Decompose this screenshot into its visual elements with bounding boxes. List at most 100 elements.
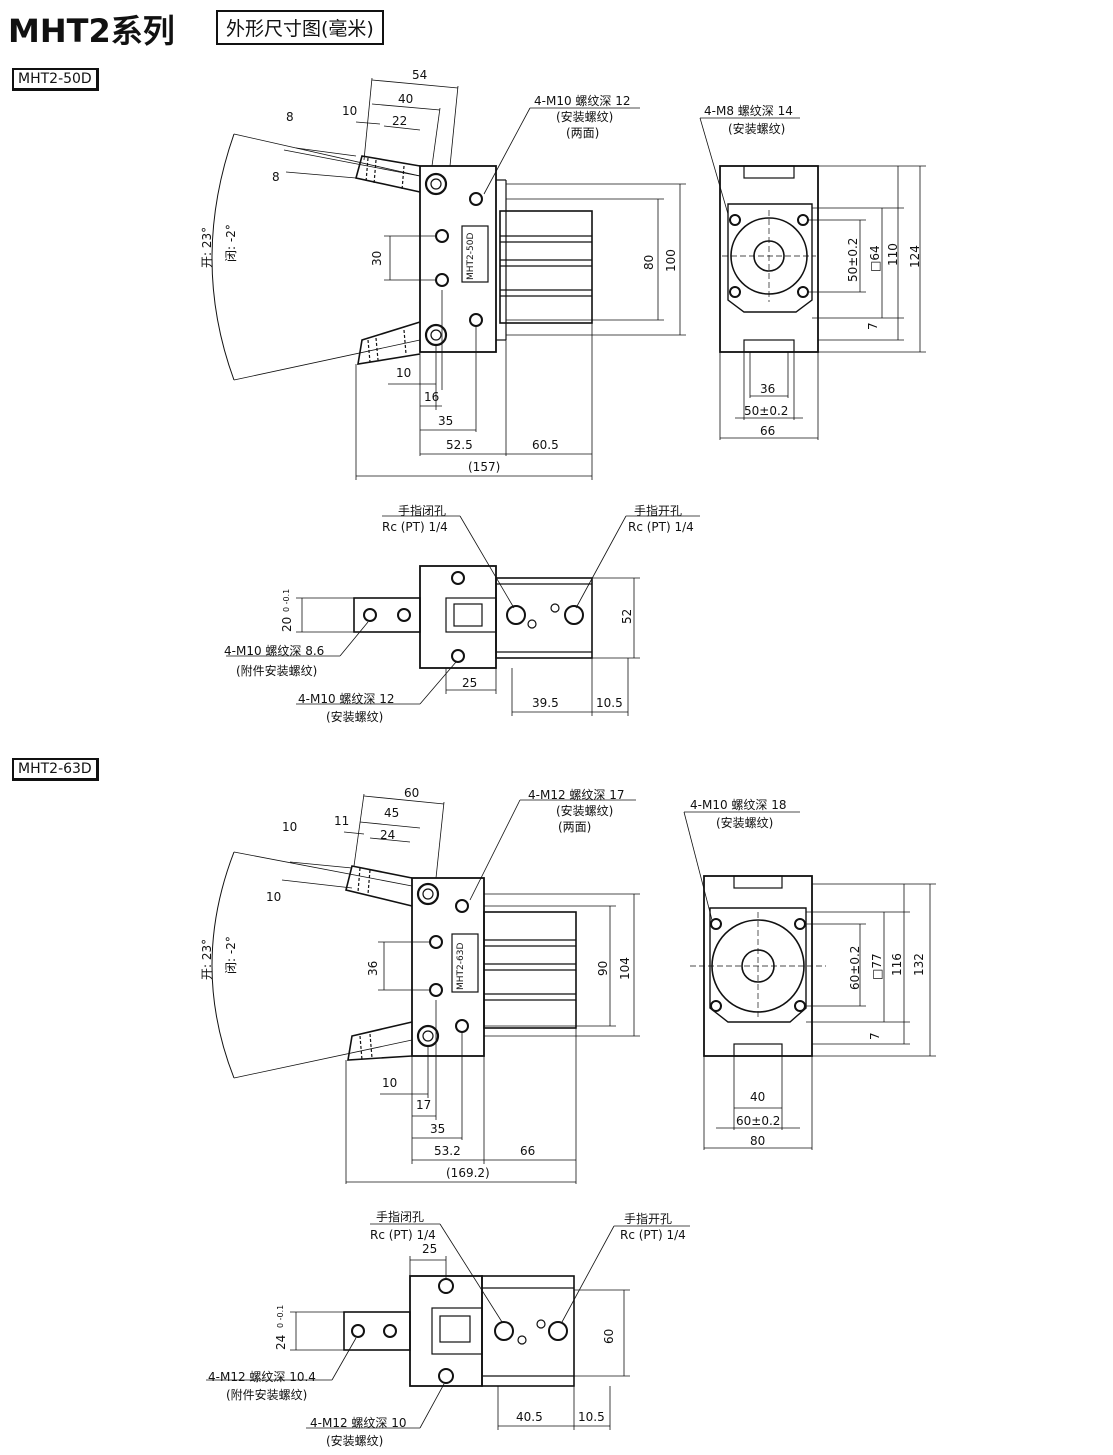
angle-open-50d: 开: 23° xyxy=(200,226,214,268)
model-tag-63d: MHT2-63D xyxy=(12,758,99,781)
dim-25-50d: 25 xyxy=(462,676,478,690)
dim-50-v: 50±0.2 xyxy=(846,237,860,282)
dim-116: 116 xyxy=(890,953,904,976)
port-close-spec-50d: Rc (PT) 1/4 xyxy=(382,520,448,534)
mount-thread-note-63d: 4-M12 螺纹深 17 xyxy=(528,788,625,802)
two-sides-note-50d: (两面) xyxy=(566,126,600,140)
dim-10-c-63d: 10 xyxy=(266,890,282,904)
dim-53-2: 53.2 xyxy=(434,1144,461,1158)
mht2-50d-end-view xyxy=(699,117,926,440)
port-open-spec-50d: Rc (PT) 1/4 xyxy=(628,520,694,534)
mht2-63d-end-view xyxy=(683,811,936,1150)
dim-52-5: 52.5 xyxy=(446,438,473,452)
dim-77-sq: □77 xyxy=(870,953,884,980)
dim-35: 35 xyxy=(438,414,454,428)
dim-157: (157) xyxy=(468,460,501,474)
dim-10-top: 10 xyxy=(342,104,358,118)
dim-124: 124 xyxy=(908,245,922,268)
end-thread-note-50d: 4-M8 螺纹深 14 xyxy=(704,104,793,118)
dim-54: 54 xyxy=(412,68,428,82)
dim-36-side: 36 xyxy=(366,960,380,976)
port-open-label-63d: 手指开孔 xyxy=(624,1212,673,1226)
dim-80: 80 xyxy=(750,1134,766,1148)
dim-60-h: 60±0.2 xyxy=(736,1114,781,1128)
accessory-thread-sub-50d: (附件安装螺纹) xyxy=(236,664,318,678)
dim-10-5-63d: 10.5 xyxy=(578,1410,605,1424)
dim-40: 40 xyxy=(398,92,414,106)
mht2-63d-side-view xyxy=(211,793,640,1184)
dim-100: 100 xyxy=(664,249,678,272)
dim-30: 30 xyxy=(370,250,384,266)
dim-35-63d: 35 xyxy=(430,1122,446,1136)
dim-39-5: 39.5 xyxy=(532,696,559,710)
end-thread-note-63d: 4-M10 螺纹深 18 xyxy=(690,798,787,812)
dim-8-b: 8 xyxy=(272,170,280,184)
dim-40-5: 40.5 xyxy=(516,1410,543,1424)
angle-close-63d: 闭: -2° xyxy=(224,936,238,974)
port-close-label-63d: 手指闭孔 xyxy=(376,1210,425,1224)
dim-64-sq: □64 xyxy=(868,245,882,272)
dim-11: 11 xyxy=(334,814,350,828)
dim-20: 20 xyxy=(280,616,294,632)
dim-90: 90 xyxy=(596,960,610,976)
dim-7-50d: 7 xyxy=(866,322,880,330)
dim-169-2: (169.2) xyxy=(446,1166,490,1180)
mount-thread-top-sub-63d: (安装螺纹) xyxy=(326,1434,384,1448)
dim-20-tol: 0 -0.1 xyxy=(282,588,291,612)
dim-8-a: 8 xyxy=(286,110,294,124)
dim-60-v: 60±0.2 xyxy=(848,945,862,990)
dim-17: 17 xyxy=(416,1098,432,1112)
accessory-thread-63d: 4-M12 螺纹深 10.4 xyxy=(208,1370,316,1384)
accessory-thread-sub-63d: (附件安装螺纹) xyxy=(226,1388,308,1402)
end-thread-sub-63d: (安装螺纹) xyxy=(716,816,774,830)
dim-25-63d: 25 xyxy=(422,1242,438,1256)
dim-60-side-top: 60 xyxy=(602,1328,616,1344)
two-sides-note-63d: (两面) xyxy=(558,820,592,834)
dim-66-end: 66 xyxy=(760,424,776,438)
dim-60-5: 60.5 xyxy=(532,438,559,452)
dim-66-side: 66 xyxy=(520,1144,536,1158)
port-close-label-50d: 手指闭孔 xyxy=(398,504,447,518)
end-thread-sub-50d: (安装螺纹) xyxy=(728,122,786,136)
dim-40: 40 xyxy=(750,1090,766,1104)
model-tag-50d: MHT2-50D xyxy=(12,68,99,91)
dim-10-bottom: 10 xyxy=(396,366,412,380)
mount-thread-top-sub-50d: (安装螺纹) xyxy=(326,710,384,724)
dim-104: 104 xyxy=(618,957,632,980)
label-plate-50d: MHT2-50D xyxy=(466,232,476,280)
page-subtitle: 外形尺寸图(毫米) xyxy=(216,10,384,45)
dim-80: 80 xyxy=(642,254,656,270)
mht2-50d-top-view xyxy=(226,515,700,716)
port-close-spec-63d: Rc (PT) 1/4 xyxy=(370,1228,436,1242)
dim-7-63d: 7 xyxy=(868,1032,882,1040)
mount-thread-top-50d: 4-M10 螺纹深 12 xyxy=(298,692,395,706)
dim-10-5-50d: 10.5 xyxy=(596,696,623,710)
page-title: MHT2系列 xyxy=(8,12,175,50)
port-open-spec-63d: Rc (PT) 1/4 xyxy=(620,1228,686,1242)
dim-24-side: 24 xyxy=(380,828,396,842)
dim-45: 45 xyxy=(384,806,400,820)
dim-10-bottom-63d: 10 xyxy=(382,1076,398,1090)
dim-22: 22 xyxy=(392,114,408,128)
dim-132: 132 xyxy=(912,953,926,976)
dim-52: 52 xyxy=(620,608,634,624)
dim-24-top: 24 xyxy=(274,1334,288,1350)
dim-110: 110 xyxy=(886,243,900,266)
port-open-label-50d: 手指开孔 xyxy=(634,504,683,518)
mount-thread-sub-50d: (安装螺纹) xyxy=(556,110,614,124)
dim-10-a-63d: 10 xyxy=(282,820,298,834)
mht2-50d-side-view xyxy=(211,77,686,480)
dim-60-top: 60 xyxy=(404,786,420,800)
angle-close-50d: 闭: -2° xyxy=(224,224,238,262)
mount-thread-sub-63d: (安装螺纹) xyxy=(556,804,614,818)
dim-36: 36 xyxy=(760,382,776,396)
mount-thread-top-63d: 4-M12 螺纹深 10 xyxy=(310,1416,407,1430)
accessory-thread-50d: 4-M10 螺纹深 8.6 xyxy=(224,644,325,658)
label-plate-63d: MHT2-63D xyxy=(456,942,466,990)
mount-thread-note-50d: 4-M10 螺纹深 12 xyxy=(534,94,631,108)
dim-50-h: 50±0.2 xyxy=(744,404,789,418)
dim-24-tol: 0 -0.1 xyxy=(276,1304,285,1328)
angle-open-63d: 开: 23° xyxy=(200,938,214,980)
mht2-63d-top-view xyxy=(206,1223,690,1430)
